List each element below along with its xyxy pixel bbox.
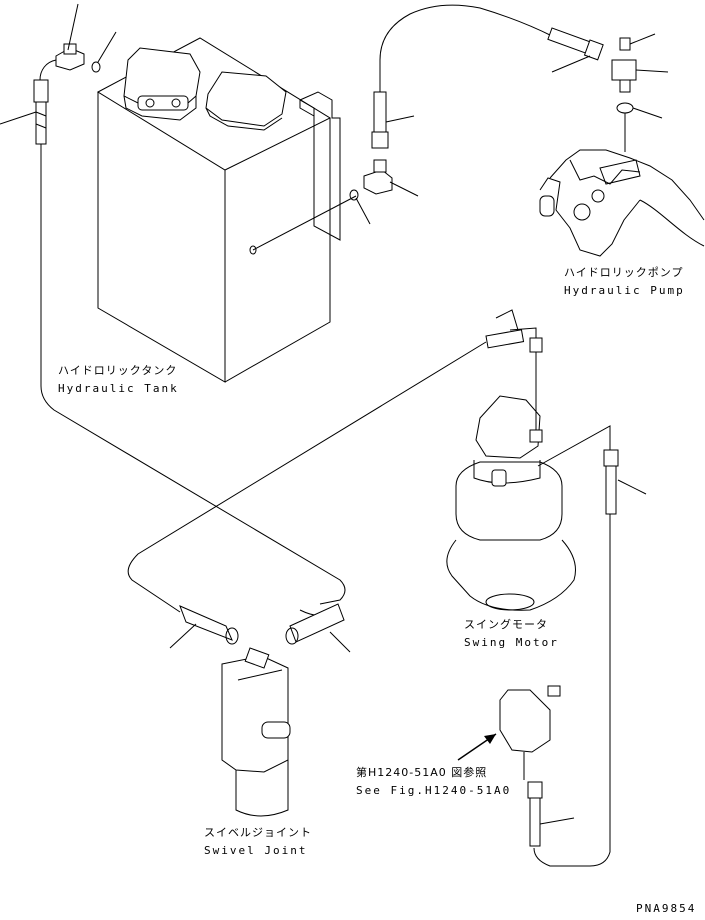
- pump-fittings[interactable]: [611, 33, 669, 152]
- label-swing-motor-en: Swing Motor: [464, 636, 559, 649]
- label-hydraulic-tank: ハイドロリックタンク Hydraulic Tank: [58, 364, 179, 395]
- label-reference-jp: 第H1240-51A0 図参照: [356, 765, 487, 779]
- hose-left-upper[interactable]: [0, 59, 346, 605]
- label-swivel-joint-jp: スイベルジョイント: [204, 826, 312, 839]
- swing-motor[interactable]: [446, 309, 647, 867]
- label-reference: 第H1240-51A0 図参照 See Fig.H1240-51A0: [356, 765, 511, 797]
- label-hydraulic-tank-jp: ハイドロリックタンク: [58, 364, 177, 377]
- label-hydraulic-pump: ハイドロリックポンプ Hydraulic Pump: [564, 266, 685, 297]
- label-hydraulic-tank-en: Hydraulic Tank: [58, 382, 179, 395]
- hydraulic-pump[interactable]: [539, 149, 705, 257]
- label-swivel-joint: スイベルジョイント Swivel Joint: [204, 826, 312, 857]
- drawing-number: PNA9854: [636, 902, 696, 915]
- label-swivel-joint-en: Swivel Joint: [204, 844, 307, 857]
- swing-to-swivel-lines[interactable]: [127, 341, 487, 616]
- tank-to-pump-line[interactable]: [252, 4, 604, 251]
- label-swing-motor: スイングモータ Swing Motor: [464, 617, 559, 649]
- label-hydraulic-pump-en: Hydraulic Pump: [564, 284, 685, 297]
- label-reference-en: See Fig.H1240-51A0: [356, 784, 511, 797]
- tank-elbow-fitting[interactable]: [55, 3, 117, 73]
- swivel-joint[interactable]: [169, 603, 351, 817]
- reference-valve[interactable]: [457, 685, 575, 847]
- label-hydraulic-pump-jp: ハイドロリックポンプ: [564, 266, 683, 279]
- hydraulic-tank[interactable]: [96, 37, 341, 383]
- label-swing-motor-jp: スイングモータ: [464, 617, 548, 631]
